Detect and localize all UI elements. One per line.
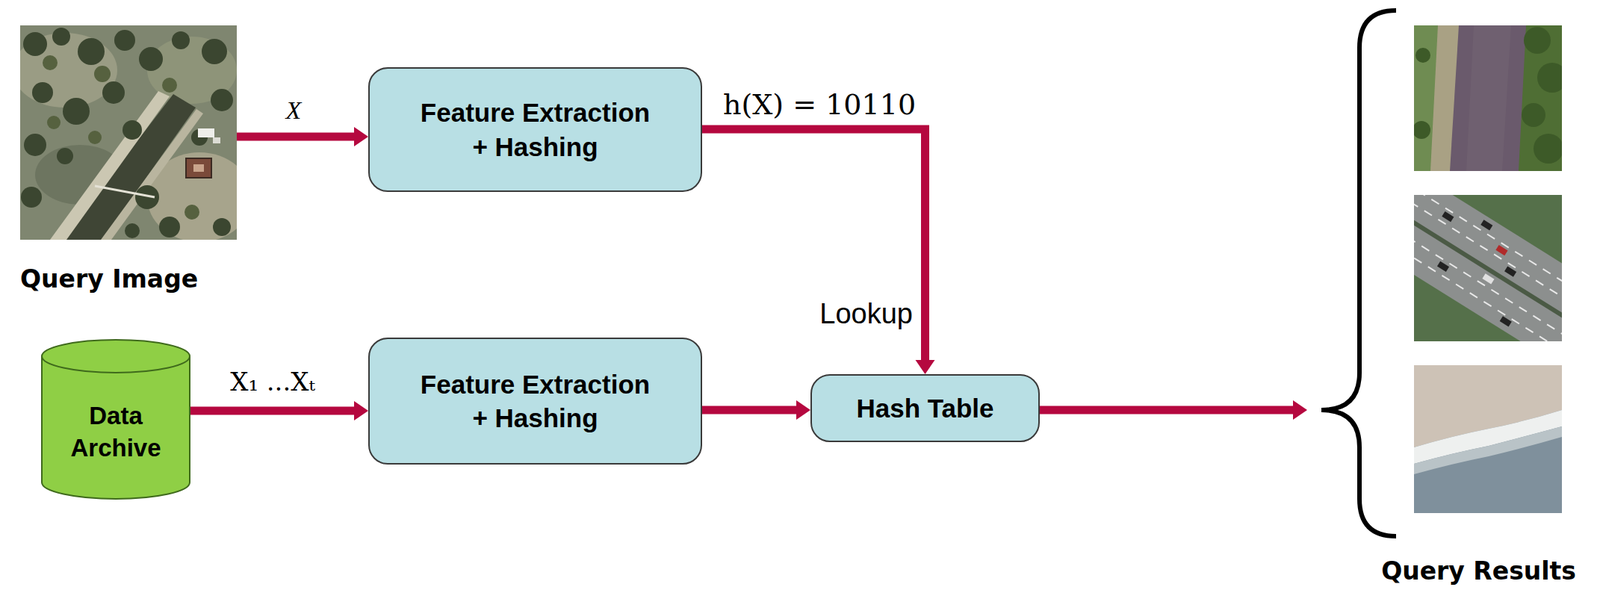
- edge-label: X: [286, 96, 302, 124]
- hash-table-box: Hash Table: [810, 374, 1040, 443]
- edge-label: X₁ ...Xₜ: [230, 368, 316, 396]
- process-box: Feature Extraction + Hashing: [368, 337, 703, 465]
- flow-arrow: [1039, 406, 1293, 415]
- node-label: Feature Extraction + Hashing: [416, 367, 656, 436]
- node-label: Data Archive: [56, 400, 176, 465]
- image-caption: Query Image: [20, 265, 198, 293]
- node-label: Feature Extraction + Hashing: [416, 95, 656, 164]
- flow-arrow: [236, 132, 355, 142]
- image-caption: Query Results: [1381, 557, 1577, 585]
- flow-arrow: [190, 407, 355, 416]
- result-photo: [1414, 365, 1562, 514]
- flow-arrow: [702, 129, 926, 361]
- node-label: Hash Table: [856, 391, 994, 426]
- query-image: Query Image: [20, 25, 237, 296]
- query-results: Query Results: [1307, 8, 1588, 588]
- result-photo: [1350, 160, 1600, 378]
- edge-label: h(X) = 10110: [723, 89, 916, 122]
- flow-arrow: [702, 406, 797, 415]
- query-photo: [12, 25, 252, 243]
- result-photo: [1412, 25, 1568, 172]
- database-cylinder: Data Archive: [41, 339, 191, 500]
- results-bracket: [1321, 10, 1397, 537]
- annotation-label: Lookup: [819, 298, 913, 331]
- process-box: Feature Extraction + Hashing: [368, 67, 703, 192]
